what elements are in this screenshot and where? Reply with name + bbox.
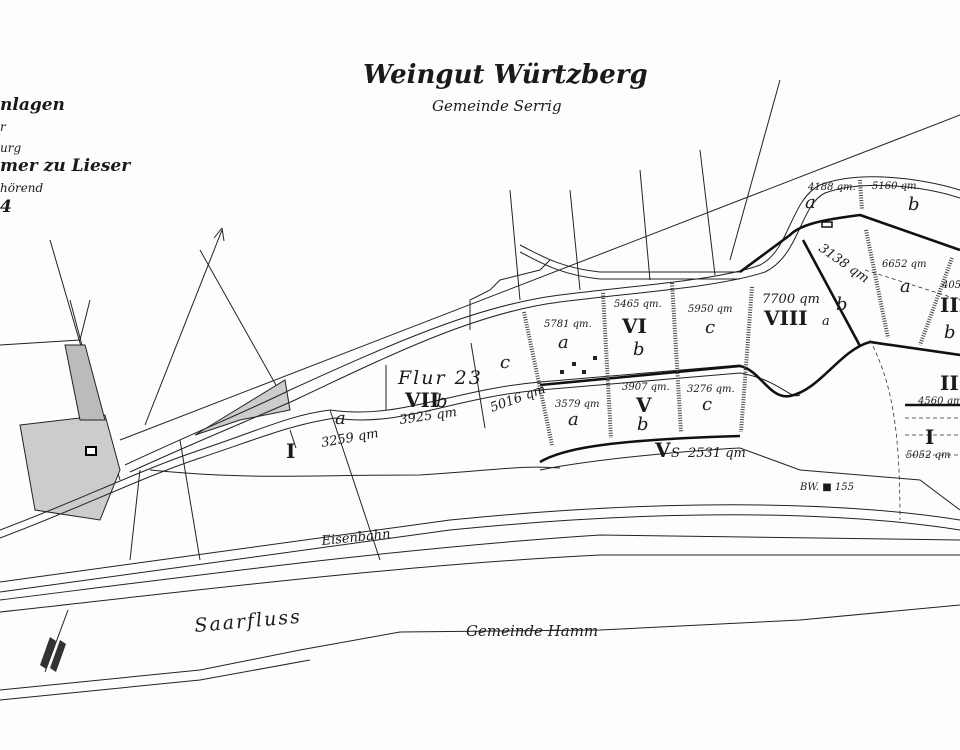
benchmark-label: BW. ■ 155 [799,482,854,493]
shaded-strip [64,344,106,421]
parcel-area: 5052 qm [906,450,951,461]
parcel-dividers [289,179,960,521]
railway [0,504,960,601]
building-icon [85,446,97,456]
parcel-letter: b [944,322,956,343]
parcel-area: 5781 qm. [544,319,592,330]
parcel-roman: V [635,393,652,417]
parcel-area: 3259 qm [320,426,380,451]
parcel-area: 6652 qm [882,259,927,270]
legend-line: 4 [0,197,12,217]
parcel-area: 7700 qm [762,292,820,307]
map-subtitle: Gemeinde Serrig [432,97,562,115]
parcel-roman: VI [621,314,647,338]
parcel-letter: b [633,339,645,360]
parcel-area: 2531 qm [687,446,746,461]
parcel-area: 5016 qm [488,382,548,416]
parcel-letter: a [558,332,569,353]
flur-label: Flur 23 [397,367,483,389]
roads [0,176,960,539]
railway-label: Eisenbahn [320,527,391,549]
river-label: Saarfluss [194,606,303,637]
parcel-roman: V [654,438,671,462]
parcel-letter: a [805,192,816,213]
shaded-parcel [19,414,121,521]
parcel-area: 5950 qm [688,304,733,315]
parcel-letter: a [822,314,830,329]
parcel-roman: II [940,371,959,395]
parcel-letter: c [500,352,510,373]
parcel-labels: I a 3259 qm VII b 3925 qm c 5016 qm 5781… [286,181,960,463]
parcel-roman: I [286,439,295,463]
north-arrow-icon [144,227,225,426]
legend-line: mer zu Lieser [0,156,131,176]
parcel-letter: b [436,391,448,412]
parcel-letter: a [335,408,346,429]
parcel-roman: III [940,293,960,317]
parcel-letter: b [637,414,649,435]
legend-line: nlagen [0,95,65,115]
shaded-wedge [194,379,291,436]
legend-line: urg [0,141,21,155]
parcel-letter: a [568,409,579,430]
parcel-letter: b [836,294,848,315]
parcel-roman: I [925,425,934,449]
boundary-stones [560,221,833,374]
map-title: Weingut Würtzberg [363,60,648,90]
legend-block: nlagen r urg mer zu Lieser hörend 4 [0,95,131,217]
parcel-area: 3276 qm. [687,384,735,395]
parcel-letter: a [900,276,911,297]
legend-line: r [0,120,7,134]
parcel-roman: VII [404,388,439,412]
parcel-area: 5465 qm. [614,299,662,310]
parcel-area: 4560 qm [917,396,960,407]
parcel-letter: b [908,194,920,215]
parcel-area: 4188 qm. [807,182,856,193]
parcel-letter: c [705,317,715,338]
legend-line: hörend [0,181,44,195]
parcel-area: 3579 qm [555,399,600,410]
field-boundaries [0,79,960,561]
parcel-area: 5160 qm. [872,181,920,192]
parcel-area: 405 [941,280,960,291]
parcel-letter: c [702,394,712,415]
river-flow-arrow-icon [40,609,69,673]
parcel-letter: S [671,446,680,461]
parcel-roman: VIII [763,306,808,330]
parcel-area: 3907 qm. [622,382,670,393]
neighbor-municipality-label: Gemeinde Hamm [466,622,598,640]
river-saar [0,554,960,701]
